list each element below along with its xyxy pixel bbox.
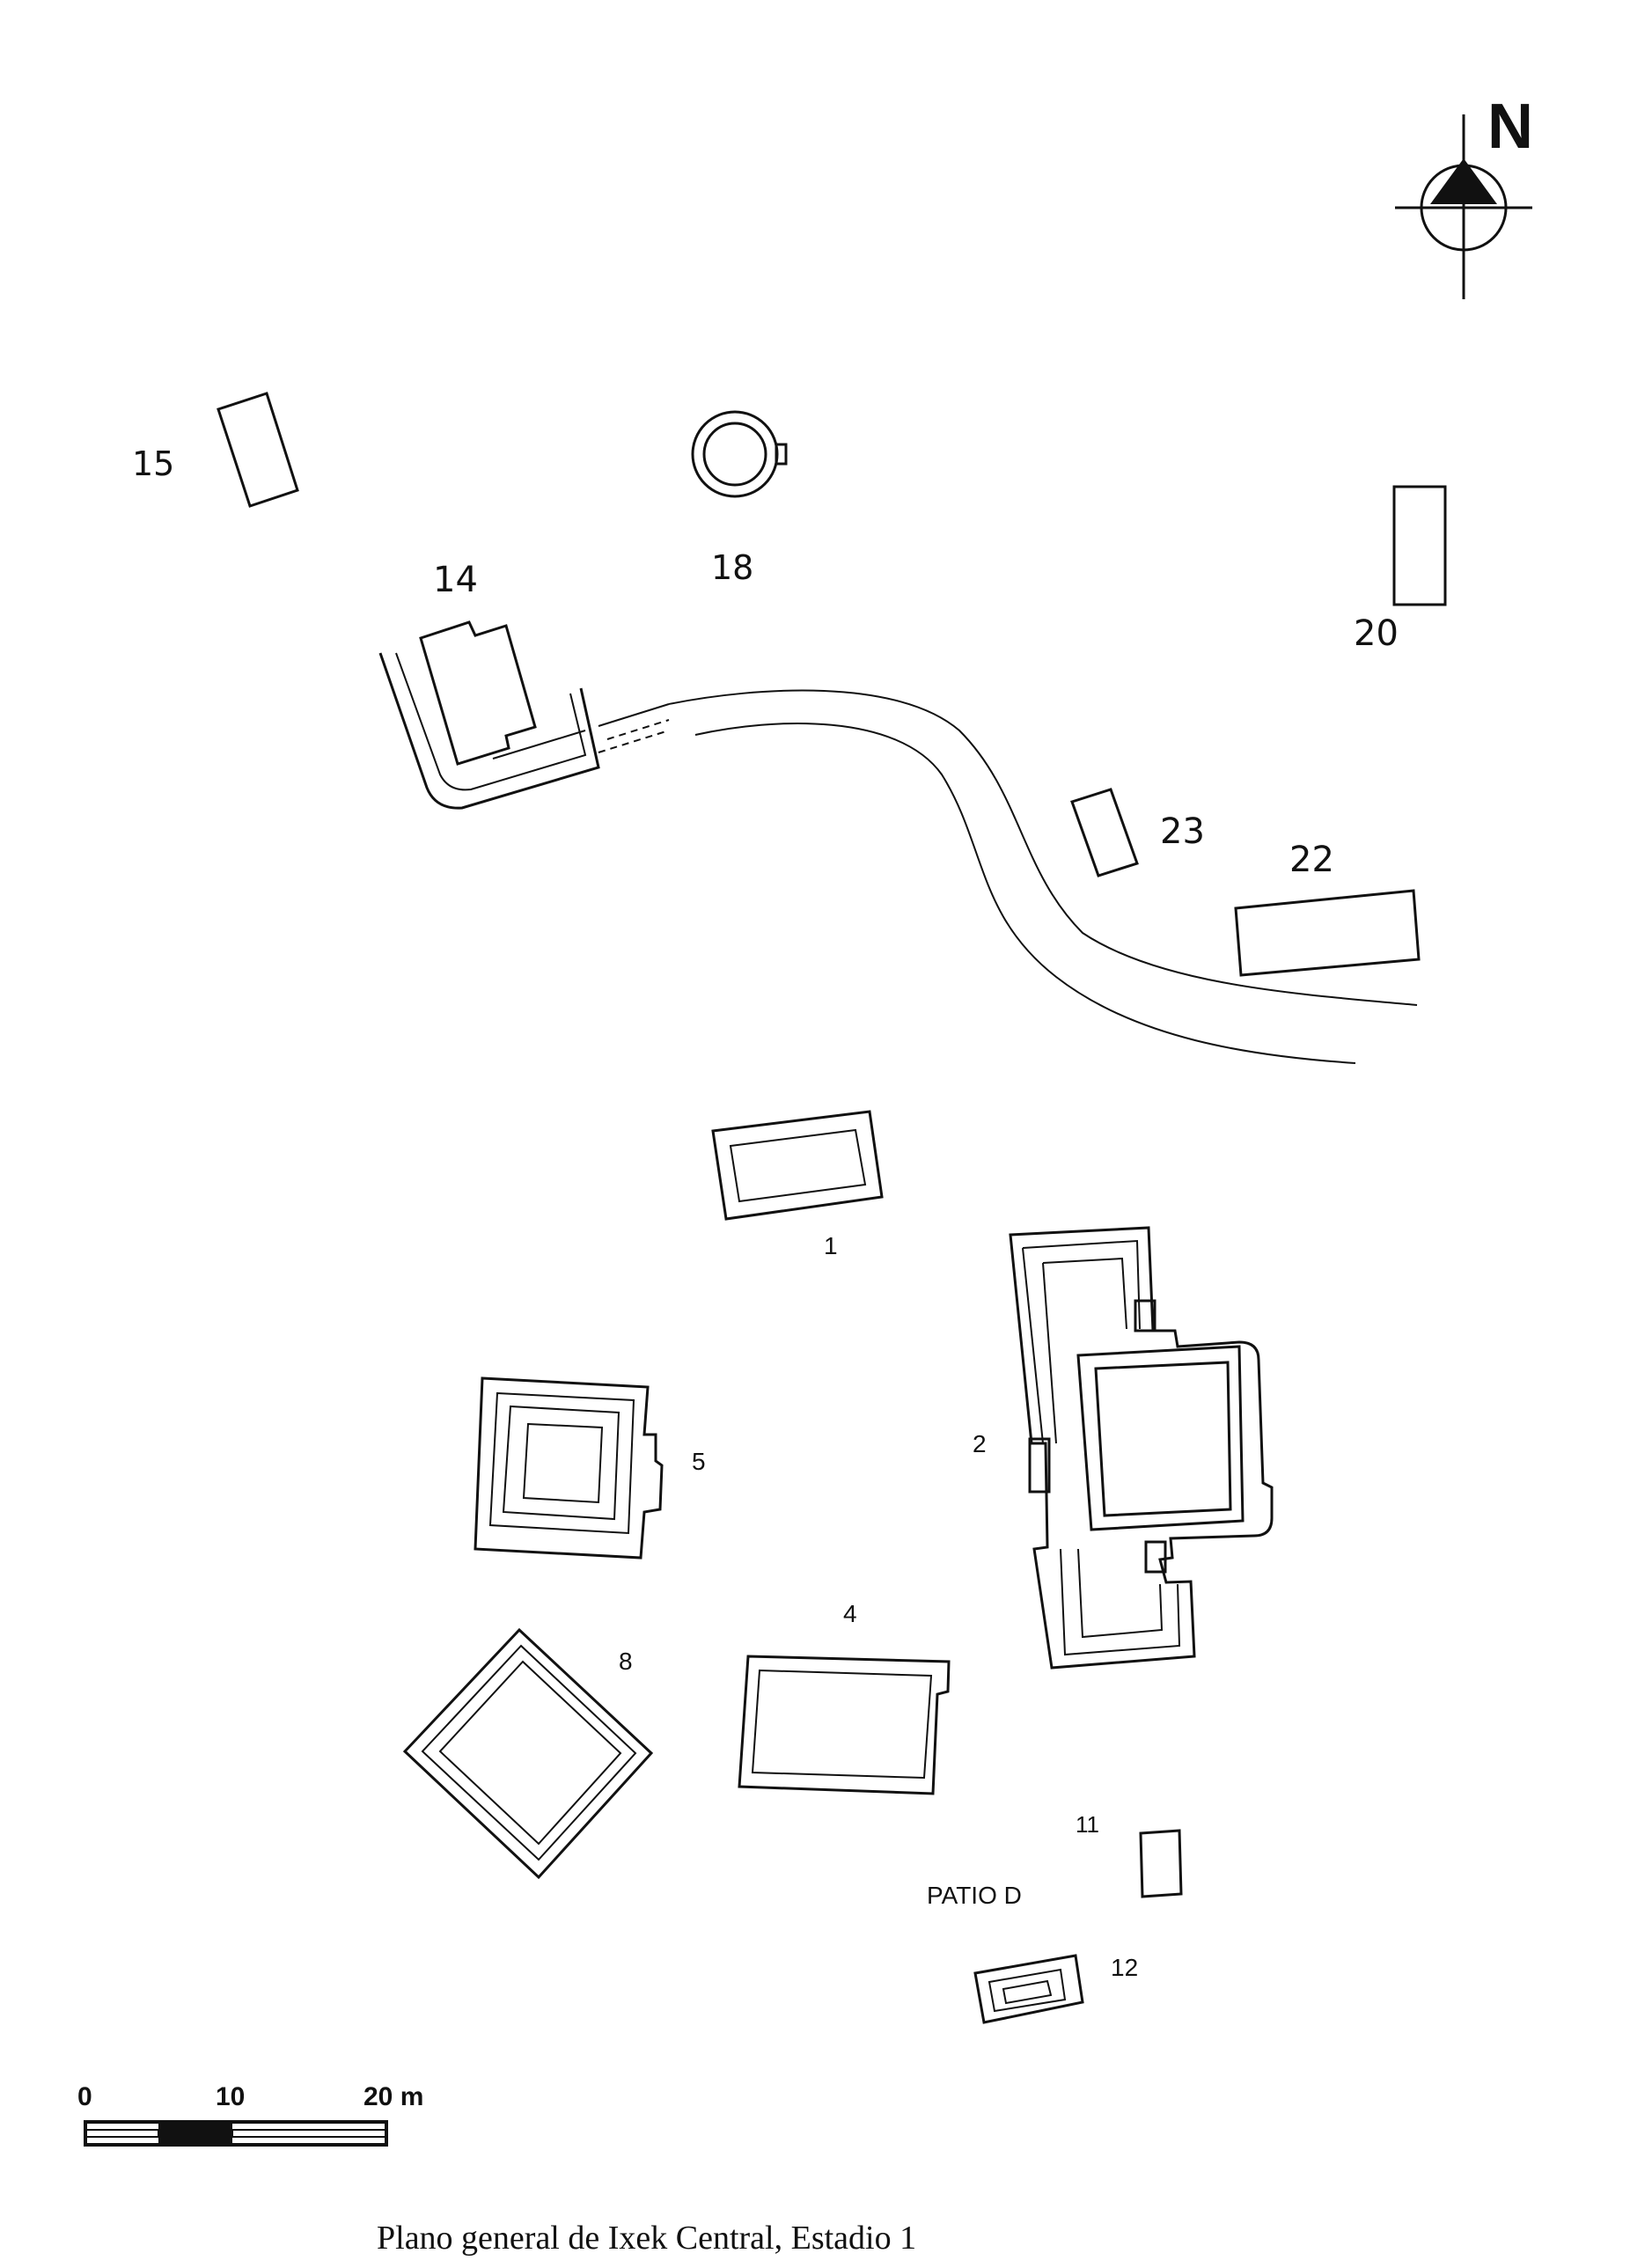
structure-20 bbox=[1392, 485, 1447, 606]
structure-15 bbox=[217, 392, 299, 508]
structure-2-label: 2 bbox=[973, 1430, 987, 1457]
structure-20-label: 20 bbox=[1354, 613, 1399, 654]
scale-tick-20: 20 m bbox=[363, 2082, 423, 2111]
structure-8-label: 8 bbox=[619, 1648, 633, 1675]
structure-11 bbox=[1139, 1829, 1183, 1898]
structure-15-label: 15 bbox=[132, 444, 174, 483]
structure-14-label: 14 bbox=[433, 560, 478, 600]
structure-18-label: 18 bbox=[711, 548, 753, 587]
structure-14 bbox=[378, 620, 600, 810]
structure-4 bbox=[738, 1655, 951, 1795]
map-caption: Plano general de Ixek Central, Estadio 1 bbox=[377, 2220, 916, 2257]
scale-tick-0: 0 bbox=[77, 2082, 92, 2111]
structure-22 bbox=[1234, 889, 1421, 977]
structure-4-label: 4 bbox=[843, 1600, 857, 1627]
structure-2 bbox=[1009, 1226, 1274, 1670]
north-label: N bbox=[1487, 92, 1533, 162]
structure-23 bbox=[1070, 788, 1139, 877]
structure-18 bbox=[691, 410, 788, 498]
causeway-path bbox=[598, 689, 1418, 1064]
structure-12 bbox=[973, 1954, 1084, 2024]
structure-1-label: 1 bbox=[824, 1232, 838, 1259]
structure-5-label: 5 bbox=[692, 1448, 706, 1475]
structure-11-label: 11 bbox=[1076, 1811, 1099, 1838]
patio-d-label: PATIO D bbox=[927, 1882, 1022, 1909]
structure-23-label: 23 bbox=[1160, 811, 1205, 852]
structure-5 bbox=[474, 1376, 664, 1560]
structure-8 bbox=[402, 1627, 654, 1880]
structure-22-label: 22 bbox=[1289, 840, 1334, 880]
north-arrow-icon bbox=[1395, 114, 1532, 299]
structure-1 bbox=[711, 1110, 884, 1221]
scale-bar bbox=[84, 2120, 388, 2147]
scale-tick-10: 10 bbox=[216, 2082, 245, 2111]
structure-12-label: 12 bbox=[1111, 1954, 1138, 1981]
